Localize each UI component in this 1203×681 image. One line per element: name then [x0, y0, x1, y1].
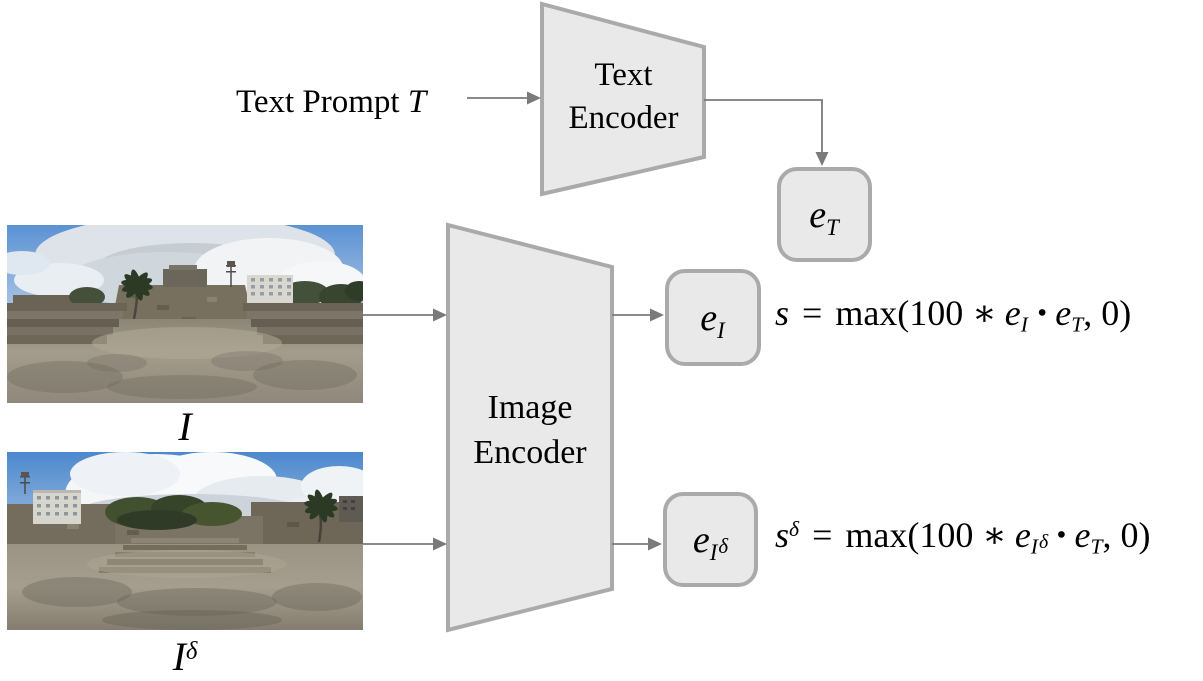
ground-mottling: [22, 550, 362, 630]
ei-base: e: [700, 296, 718, 339]
et-base: e: [809, 193, 827, 236]
score-formula-augmented: sδ=max(100 ∗eIδ⋅eT, 0): [775, 514, 1151, 559]
palm-tree: [304, 489, 338, 543]
score-aug-lhs: s: [775, 515, 790, 555]
image-label-original: I: [7, 403, 363, 450]
arrowhead-icon: [648, 537, 662, 551]
arrowhead-icon: [433, 308, 447, 322]
arrowhead-icon: [433, 537, 447, 551]
label-i: I: [178, 404, 192, 449]
text-prompt-label: Text Prompt T: [236, 84, 426, 121]
panorama-image-augmented: [7, 452, 363, 630]
score-e2-sub: T: [1071, 312, 1084, 337]
score-e1-sub: I: [1020, 312, 1028, 337]
score-aug-e2-sub: T: [1090, 534, 1103, 559]
palm-tree: [121, 269, 153, 320]
connector-text-encoder-to-et: [704, 99, 823, 154]
score-aug-e1: e: [1014, 515, 1031, 555]
text-prompt-variable: T: [407, 84, 427, 120]
score-open: max(100 ∗: [835, 293, 997, 333]
panorama-image-original: [7, 225, 363, 403]
score-aug-e2: e: [1074, 515, 1091, 555]
text-encoder-shape: [540, 1, 706, 197]
score-aug-e1-sub: I: [1030, 534, 1038, 559]
score-close: , 0): [1083, 293, 1132, 333]
image-encoder-shape: [446, 222, 614, 633]
ei-sub: I: [717, 317, 725, 343]
ei-aug-subsup: δ: [718, 533, 729, 558]
embedding-box-ei: eI: [665, 269, 761, 366]
image-encoder-line1: Image: [487, 389, 573, 426]
score-cdot: ⋅: [1034, 293, 1050, 333]
score-formula: s=max(100 ∗eI⋅eT, 0): [775, 292, 1132, 337]
center-trees: [105, 495, 242, 530]
score-equals: =: [802, 293, 823, 333]
image-label-augmented: Iδ: [7, 633, 363, 680]
text-encoder-label: Text Encoder: [542, 54, 705, 140]
embedding-box-et: eT: [777, 167, 872, 262]
step-walls: [7, 303, 363, 344]
score-aug-e1-subsup: δ: [1039, 530, 1049, 553]
score-aug-cdot: ⋅: [1054, 515, 1069, 555]
text-prompt-text: Text Prompt: [236, 84, 408, 120]
score-aug-open: max(100 ∗: [845, 515, 1007, 555]
ei-aug-sub: I: [709, 539, 718, 565]
embedding-box-ei-aug: eIδ: [663, 492, 758, 587]
image-encoder-line2: Encoder: [473, 434, 587, 471]
label-i-delta-sup: δ: [185, 637, 198, 665]
ground-mottling: [7, 327, 357, 399]
text-encoder-line1: Text: [594, 57, 653, 93]
score-lhs: s: [775, 293, 790, 333]
et-sub: T: [826, 214, 839, 240]
score-e2: e: [1055, 293, 1072, 333]
score-e1: e: [1004, 293, 1021, 333]
score-aug-close: , 0): [1102, 515, 1151, 555]
label-i-delta: I: [172, 634, 186, 679]
text-encoder-line2: Encoder: [568, 100, 679, 136]
score-aug-equals: =: [812, 515, 833, 555]
arrowhead-icon: [815, 152, 829, 166]
score-aug-lhs-sup: δ: [789, 517, 800, 542]
arrowhead-icon: [650, 308, 664, 322]
arrowhead-icon: [527, 91, 541, 105]
ei-aug-base: e: [692, 518, 710, 561]
image-encoder-label: Image Encoder: [448, 385, 612, 475]
